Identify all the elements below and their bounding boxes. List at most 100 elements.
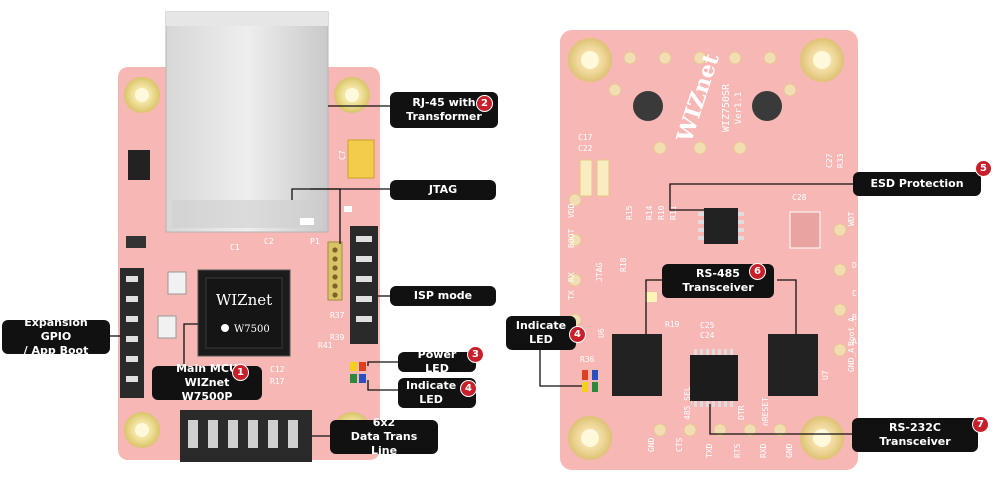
mcu-brand-label: WIZnet	[216, 291, 272, 309]
svg-text:U6: U6	[597, 328, 606, 338]
badge-rs485: 6	[749, 263, 766, 280]
svg-text:R37: R37	[330, 311, 345, 320]
svg-text:R10: R10	[657, 205, 666, 220]
svg-text:C1: C1	[230, 243, 240, 252]
callout-isp: ISP mode	[390, 286, 496, 306]
svg-text:R17: R17	[270, 377, 285, 386]
badge-rs232c: 7	[972, 416, 989, 433]
callout-power-led-title: Power LED	[417, 348, 457, 375]
isp-header	[350, 226, 378, 344]
svg-text:C25: C25	[700, 321, 715, 330]
callout-jtag: JTAG	[390, 180, 496, 200]
leader-main-mcu	[183, 323, 198, 368]
svg-text:C12: C12	[270, 365, 285, 374]
jtag-header	[327, 241, 343, 301]
expansion-header	[120, 268, 144, 398]
svg-text:TX: TX	[567, 290, 576, 300]
svg-text:C17: C17	[578, 133, 593, 142]
leader-jtag	[291, 188, 390, 200]
svg-text:R41: R41	[318, 341, 333, 350]
svg-text:R36: R36	[580, 355, 595, 364]
svg-text:BOOT: BOOT	[567, 229, 576, 248]
svg-text:R19: R19	[665, 320, 680, 329]
leader-rs485-left	[645, 279, 667, 334]
svg-text:R15: R15	[625, 205, 634, 220]
badge-rj45: 2	[476, 95, 493, 112]
mcu-model-label: W7500	[234, 324, 270, 335]
svg-text:B: B	[852, 313, 857, 322]
svg-text:A: A	[852, 337, 857, 346]
leader-power-led	[367, 361, 398, 366]
rj45-connector	[165, 11, 329, 233]
right-leds	[582, 370, 598, 392]
svg-text:485_SEL: 485_SEL	[683, 386, 692, 420]
callout-indicate-led-right-subtitle: LED	[529, 333, 553, 346]
callout-rj45-subtitle: Transformer	[406, 110, 482, 123]
right-board: WIZnet WIZ750SR Ver1.1	[560, 30, 858, 470]
esd-chip	[698, 208, 744, 244]
callout-indicate-led-right-title: Indicate	[515, 319, 567, 332]
callout-indicate-led-left-title: Indicate	[406, 379, 457, 392]
rj45-hole-right	[752, 91, 782, 121]
leader-rs485-right	[777, 279, 797, 334]
right-model-label: WIZ750SR	[721, 83, 732, 132]
svg-text:R11: R11	[669, 205, 678, 220]
badge-indicate-led-left: 4	[460, 380, 477, 397]
callout-power-led: Power LED	[398, 348, 476, 375]
leader-esd	[669, 183, 853, 211]
callout-data-trans-title: 6x2	[372, 416, 396, 429]
svg-text:GND: GND	[785, 443, 794, 458]
svg-text:C2: C2	[264, 237, 274, 246]
svg-text:VDD: VDD	[567, 203, 576, 218]
svg-text:GND: GND	[647, 437, 656, 452]
leader-indicate-led-left	[367, 380, 398, 391]
svg-text:RX: RX	[567, 272, 576, 282]
callout-main-mcu-subtitle: WIZnet W7500P	[181, 376, 233, 403]
svg-text:nRESET: nRESET	[761, 397, 770, 426]
svg-text:GND_A: GND_A	[847, 348, 856, 372]
callout-esd: ESD Protection	[853, 172, 981, 196]
svg-text:WDT: WDT	[847, 211, 856, 226]
callout-rs232c-subtitle: Transceiver	[879, 435, 951, 448]
right-version-label: Ver1.1	[734, 92, 744, 125]
callout-rs485-title: RS-485	[696, 267, 740, 280]
badge-main-mcu: 1	[232, 364, 249, 381]
svg-text:CTS: CTS	[675, 437, 684, 452]
svg-text:C: C	[852, 289, 857, 298]
callout-esd-title: ESD Protection	[870, 177, 964, 190]
data-trans-header	[180, 410, 312, 462]
rs485-chip-left	[612, 334, 662, 396]
badge-indicate-led-right: 4	[569, 326, 586, 343]
svg-text:U7: U7	[821, 370, 830, 380]
leader-indicate-led-right	[539, 334, 582, 387]
svg-text:R14: R14	[645, 205, 654, 220]
callout-data-trans-subtitle: Data Trans Line	[350, 430, 418, 457]
callout-rs232c-title: RS-232C	[888, 421, 941, 434]
callout-main-mcu-title: Main MCU	[176, 362, 238, 375]
svg-text:RXD: RXD	[759, 443, 768, 458]
svg-text:R39: R39	[330, 333, 345, 342]
leader-rs232c	[709, 404, 852, 435]
main-mcu-chip: WIZnet W7500	[197, 269, 291, 357]
svg-text:D: D	[852, 261, 857, 270]
rs485-chip-right	[768, 334, 818, 396]
callout-indicate-led-left-subtitle: LED	[419, 393, 443, 406]
svg-text:JTAG: JTAG	[595, 263, 604, 282]
badge-esd: 5	[975, 160, 992, 177]
callout-jtag-title: JTAG	[428, 183, 458, 196]
svg-text:R33: R33	[836, 153, 845, 168]
callout-indicate-led-left: Indicate LED	[398, 378, 476, 408]
callout-isp-title: ISP mode	[413, 289, 473, 302]
callout-data-trans: 6x2 Data Trans Line	[330, 416, 438, 457]
svg-text:RTS: RTS	[733, 443, 742, 458]
rs232c-chip	[690, 349, 738, 407]
callout-main-mcu: Main MCU WIZnet W7500P	[152, 362, 262, 403]
callout-expansion-gpio-subtitle: / App Boot	[23, 344, 89, 357]
svg-text:C28: C28	[792, 193, 807, 202]
svg-text:C24: C24	[700, 331, 715, 340]
svg-text:TXD: TXD	[705, 443, 714, 458]
svg-text:DTR: DTR	[737, 405, 746, 420]
svg-text:C27: C27	[825, 153, 834, 168]
callout-indicate-led-right: Indicate LED	[506, 316, 576, 350]
